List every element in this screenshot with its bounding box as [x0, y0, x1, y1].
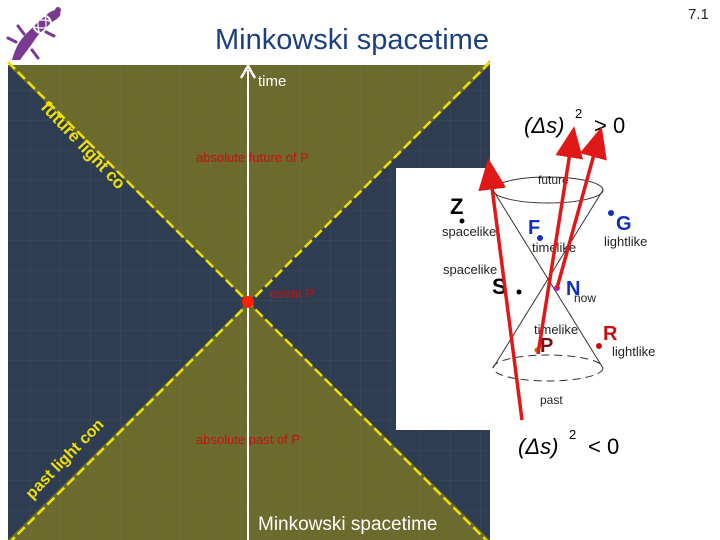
- red-arrows: [478, 126, 607, 421]
- diagram-caption: Minkowski spacetime: [258, 514, 438, 535]
- event-p-dot: [242, 296, 254, 308]
- arrow-to-lightlike: [555, 126, 607, 289]
- inset-now-label: now: [574, 291, 596, 305]
- spacelike-s-label: spacelike: [443, 262, 497, 277]
- lightlike-g-label: lightlike: [604, 234, 647, 249]
- inset-past-label: past: [540, 393, 563, 407]
- svg-text:(Δs): (Δs): [518, 434, 558, 459]
- slide-number: 7.1: [688, 6, 709, 23]
- timelike-p-label: timelike: [534, 322, 578, 337]
- time-axis-arrowhead: [239, 63, 257, 79]
- event-p-label: event P: [270, 286, 314, 301]
- lizard-logo-icon: [6, 7, 61, 61]
- svg-text:> 0: > 0: [594, 113, 625, 138]
- point-f-label: F: [528, 217, 540, 239]
- inset-panel: [396, 168, 492, 430]
- slide-title: Minkowski spacetime: [215, 24, 489, 56]
- absolute-future-label: absolute future of P: [196, 150, 309, 165]
- svg-text:2: 2: [569, 427, 576, 442]
- point-z-dot: [459, 218, 465, 224]
- point-z-label: Z: [450, 194, 463, 219]
- point-g-label: G: [616, 213, 632, 235]
- svg-text:< 0: < 0: [588, 434, 619, 459]
- point-s-dot: [516, 289, 522, 295]
- arrow-to-future: [478, 158, 524, 421]
- point-n-label: N: [566, 278, 580, 300]
- point-f-dot: [537, 235, 543, 241]
- absolute-past-label: absolute past of P: [196, 432, 300, 447]
- point-r-dot: [596, 343, 602, 349]
- equation-bottom: (Δs) 2 < 0: [518, 427, 619, 459]
- point-g-dot: [608, 210, 614, 216]
- spacelike-z-label: spacelike: [442, 224, 496, 239]
- inset-future-label: future: [538, 173, 569, 187]
- lightlike-r-label: lightlike: [612, 344, 655, 359]
- arrow-to-timelike: [536, 126, 584, 355]
- point-r-label: R: [603, 323, 618, 345]
- svg-text:(Δs): (Δs): [524, 113, 564, 138]
- time-axis-label: time: [258, 73, 286, 90]
- point-p-label: P: [540, 335, 553, 357]
- svg-text:2: 2: [575, 106, 582, 121]
